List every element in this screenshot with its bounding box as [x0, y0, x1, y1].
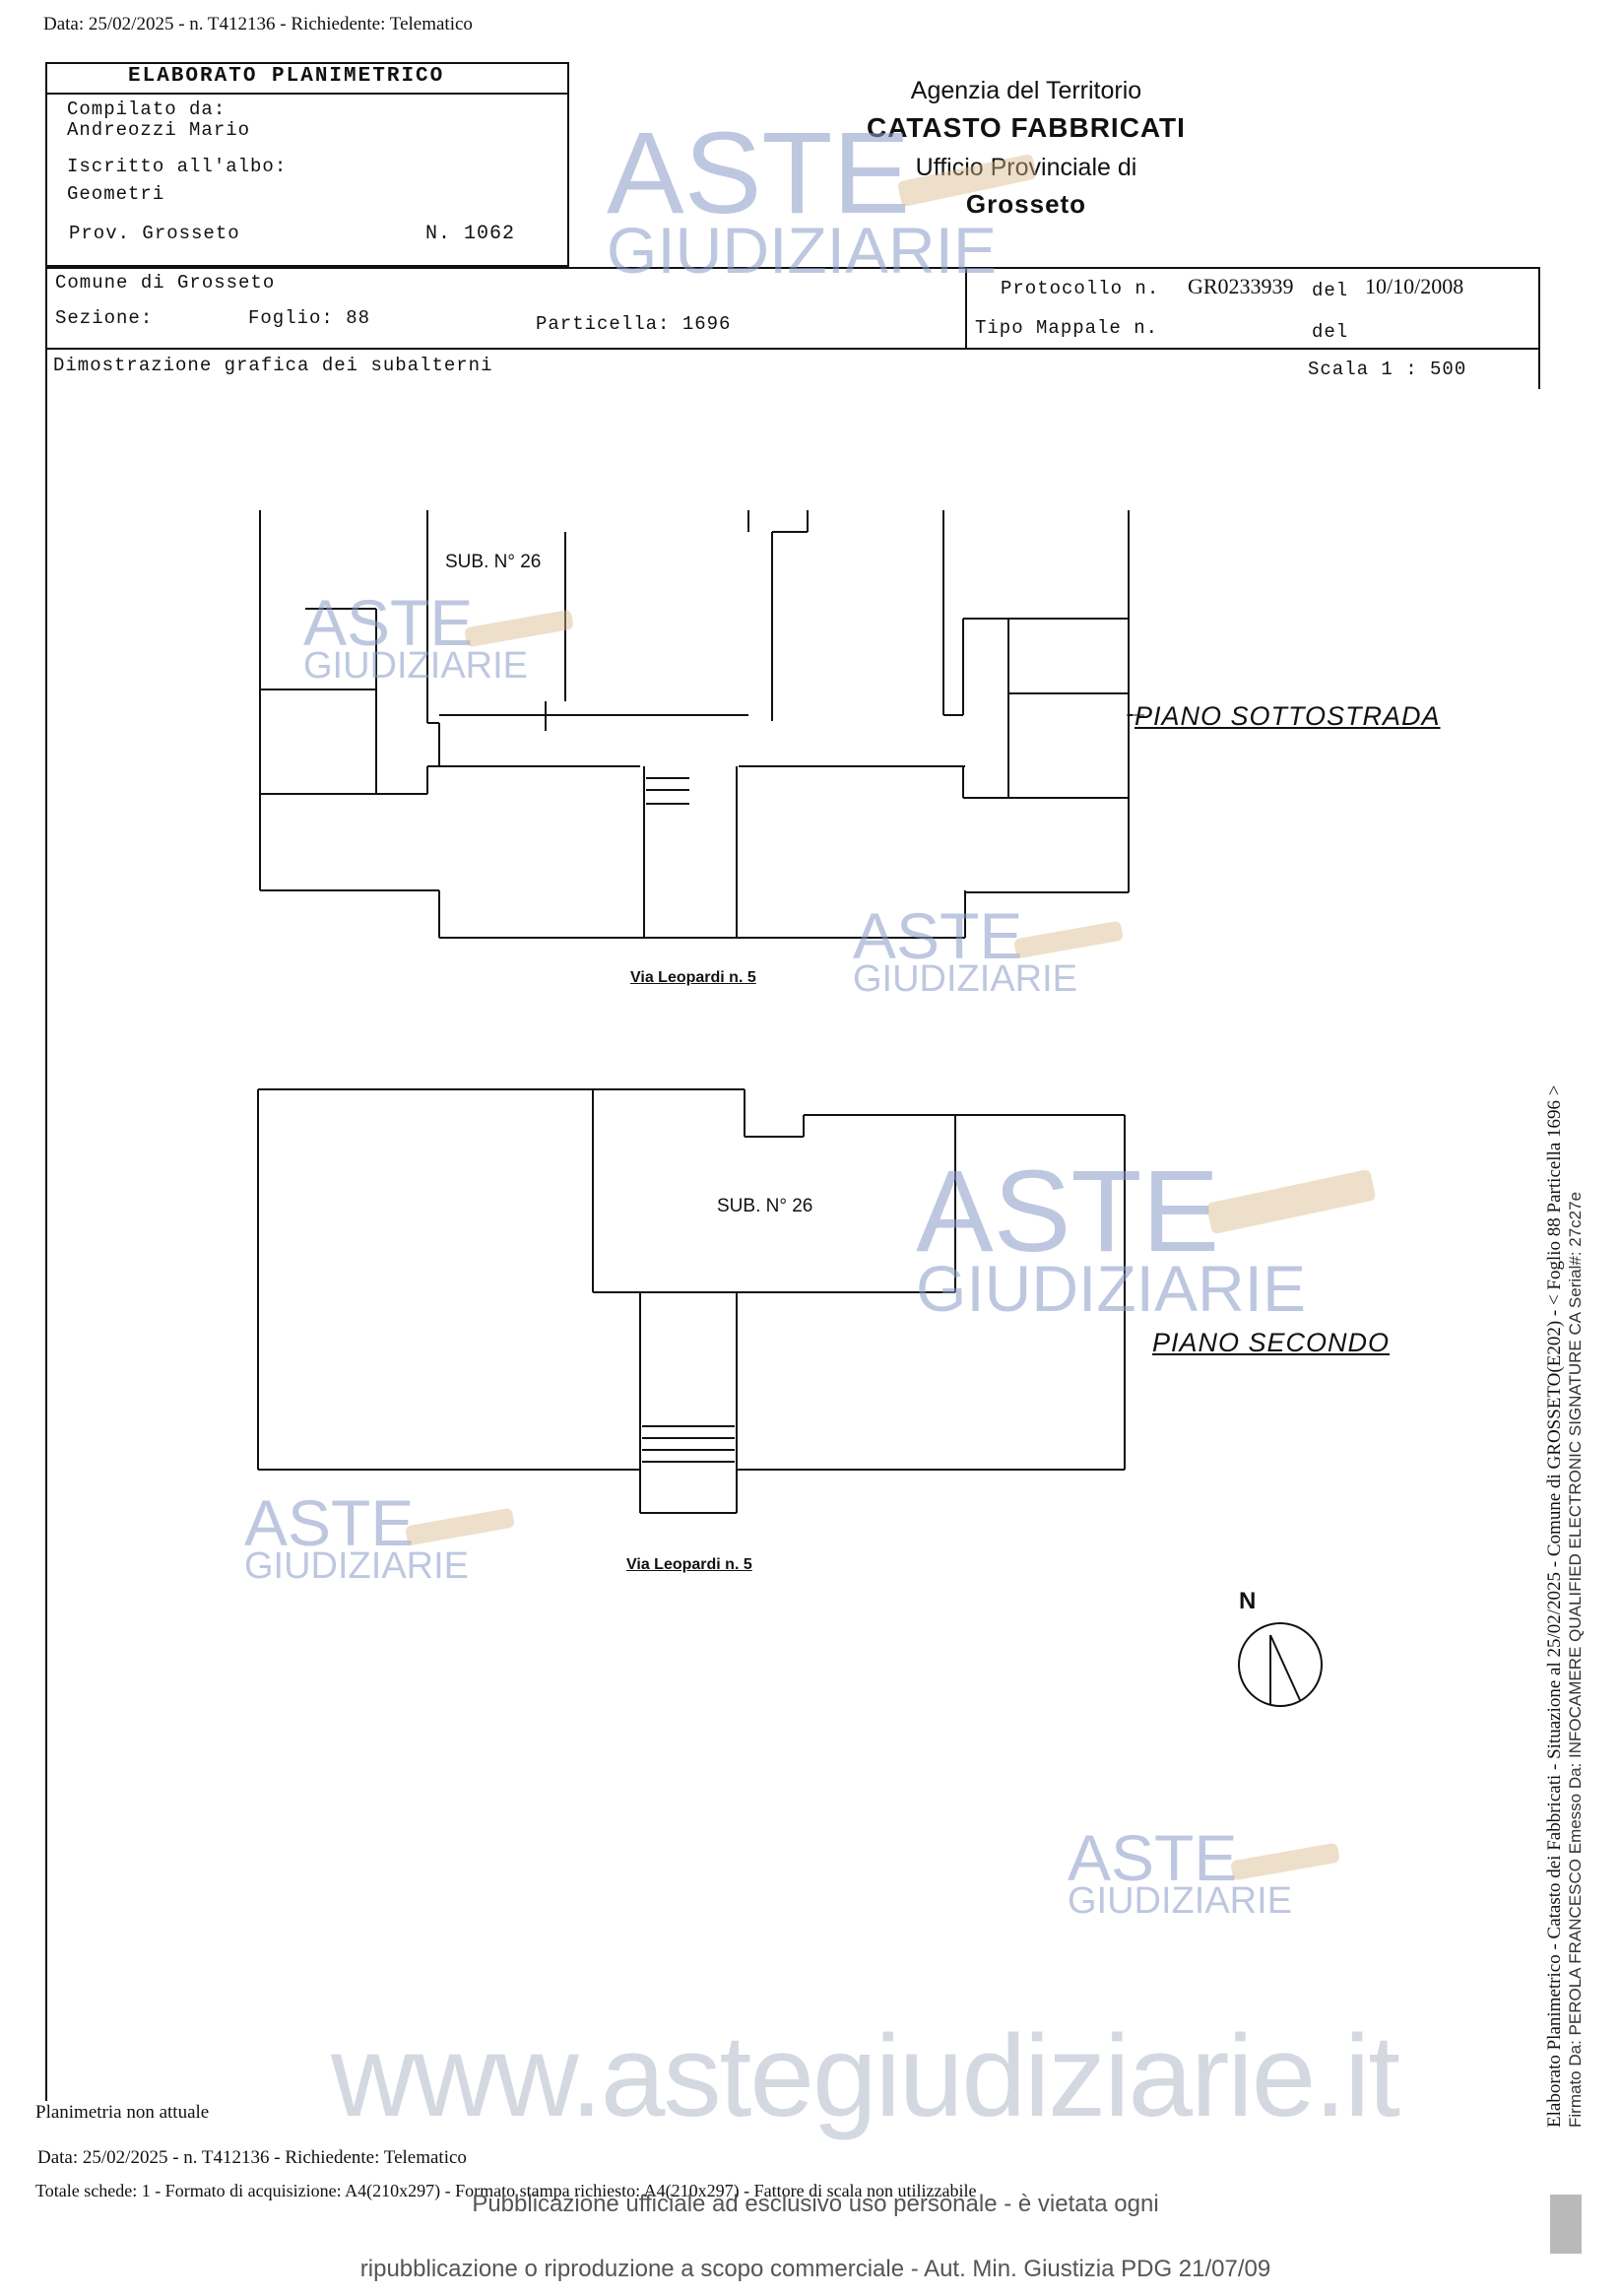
floor2-sub-label: SUB. N° 26: [717, 1196, 813, 1216]
foglio: Foglio: 88: [248, 307, 371, 329]
watermark-aste-4: ASTE GIUDIZIARIE: [916, 1147, 1307, 1326]
protocollo-date: 10/10/2008: [1365, 274, 1464, 298]
floor2-street: Via Leopardi n. 5: [626, 1556, 752, 1573]
prov-value: Prov. Grosseto: [69, 223, 240, 244]
del-label: del: [1312, 280, 1349, 301]
dimostrazione-label: Dimostrazione grafica dei subalterni: [53, 355, 493, 376]
protocollo-value: GR0233939: [1188, 274, 1294, 298]
side-text-line2: Firmato Da: PEROLA FRANCESCO Emesso Da: …: [1566, 1191, 1585, 2128]
watermark-aste-5: ASTE GIUDIZIARIE: [244, 1486, 470, 1588]
north-arrow: [1238, 1622, 1323, 1707]
watermark-aste-1: ASTE GIUDIZIARIE: [607, 108, 998, 288]
watermark-aste-6: ASTE GIUDIZIARIE: [1068, 1821, 1293, 1923]
footer-data-line: Data: 25/02/2025 - n. T412136 - Richiede…: [37, 2147, 467, 2168]
sezione-label: Sezione:: [55, 307, 154, 329]
tipo-mappale: Tipo Mappale n.: [975, 317, 1159, 339]
floor2-label: PIANO SECONDO: [1152, 1328, 1391, 1357]
scala-right-tick: [1538, 348, 1540, 389]
footer-publication-1: Pubblicazione ufficiale ad esclusivo uso…: [472, 2191, 1159, 2217]
info-box-divider: [45, 93, 569, 95]
floor1-street: Via Leopardi n. 5: [630, 969, 756, 986]
comune: Comune di Grosseto: [55, 272, 276, 294]
footer-publication-2: ripubblicazione o riproduzione a scopo c…: [359, 2256, 1271, 2282]
albo-number: N. 1062: [425, 223, 516, 245]
agency-line1: Agenzia del Territorio: [910, 77, 1142, 104]
floor1-sub-label: SUB. N° 26: [445, 552, 542, 572]
agency-line4: Grosseto: [965, 189, 1087, 219]
seal-mark: [1550, 2195, 1582, 2254]
compilato-name: Andreozzi Mario: [67, 119, 251, 141]
del-label-2: del: [1312, 321, 1349, 343]
north-label: N: [1239, 1588, 1257, 1614]
cadastral-bottom-line: [45, 348, 1540, 350]
cadastral-divider: [965, 267, 967, 350]
plan-piano-sottostrada: [259, 510, 1144, 939]
floor1-label: PIANO SOTTOSTRADA: [1135, 701, 1441, 731]
agency-line2: CATASTO FABBRICATI: [867, 112, 1186, 143]
iscritto-label: Iscritto all'albo:: [67, 156, 288, 177]
compilato-label: Compilato da:: [67, 98, 227, 120]
footer-totale-line: Totale schede: 1 - Formato di acquisizio…: [35, 2181, 977, 2200]
agency-line3: Ufficio Provinciale di: [915, 154, 1137, 181]
watermark-aste-3: ASTE GIUDIZIARIE: [853, 899, 1078, 1001]
side-text-line1: Elaborato Planimetrico - Catasto dei Fab…: [1544, 1084, 1565, 2128]
watermark-aste-2: ASTE GIUDIZIARIE: [303, 586, 529, 688]
particella: Particella: 1696: [536, 313, 732, 335]
page-left-border: [45, 348, 47, 2101]
info-box: [45, 62, 569, 267]
protocollo-label: Protocollo n.: [1001, 278, 1160, 299]
header-line: Data: 25/02/2025 - n. T412136 - Richiede…: [43, 14, 473, 34]
info-box-title: ELABORATO PLANIMETRICO: [128, 65, 445, 88]
footer-planimetria: Planimetria non attuale: [35, 2102, 210, 2123]
plan-piano-secondo: [257, 1088, 1126, 1514]
watermark-site-link: www.astegiudiziarie.it: [331, 2011, 1400, 2141]
iscritto-value: Geometri: [67, 183, 165, 205]
side-text: Elaborato Planimetrico - Catasto dei Fab…: [1544, 552, 1593, 2128]
scala-label: Scala 1 : 500: [1308, 359, 1467, 380]
